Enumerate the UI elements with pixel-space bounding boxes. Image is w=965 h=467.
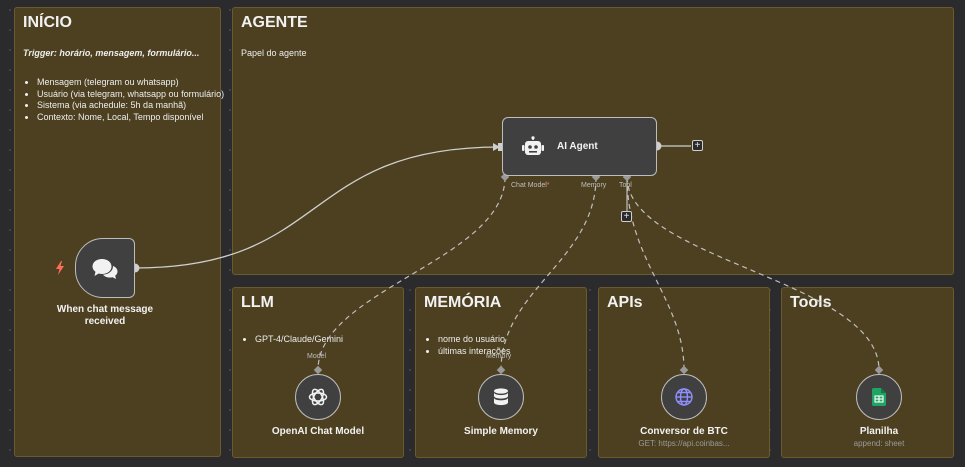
robot-icon (522, 136, 544, 155)
lightning-bolt-icon (56, 261, 64, 275)
openai-port-label: Model (307, 353, 327, 360)
memory-node-label: Simple Memory (464, 426, 538, 437)
inicio-list: Mensagem (telegram ou whatsapp) Usuário … (23, 77, 227, 123)
openai-logo-icon (308, 388, 328, 406)
planilha-node-label: Planilha (859, 426, 899, 437)
trigger-description: Trigger: horário, mensagem, formulário..… (23, 48, 200, 58)
google-sheets-icon (872, 388, 886, 406)
ai-agent-label: AI Agent (557, 141, 598, 152)
simple-memory-node[interactable] (478, 374, 524, 420)
memory-node-port-label: Memory (486, 353, 512, 360)
btc-converter-node[interactable] (661, 374, 707, 420)
sticky-llm-title: LLM (241, 294, 274, 311)
openai-chat-model-node[interactable] (295, 374, 341, 420)
list-item: últimas interações (438, 346, 588, 358)
add-tool-button[interactable]: + (621, 211, 632, 222)
trigger-node-label: When chat message received (56, 304, 154, 327)
list-item: Mensagem (telegram ou whatsapp) (37, 77, 227, 89)
tool-port-label: Tool (619, 182, 632, 189)
chat-model-port-label: Chat Model* (511, 182, 550, 189)
sticky-inicio[interactable]: INÍCIO Trigger: horário, mensagem, formu… (14, 7, 224, 457)
sticky-agente-title: AGENTE (241, 14, 308, 31)
btc-node-subtitle: GET: https://api.coinbas... (638, 439, 730, 448)
chat-trigger-node[interactable] (75, 238, 135, 298)
sticky-memoria-title: MEMÓRIA (424, 294, 502, 311)
btc-node-label: Conversor de BTC (640, 426, 728, 437)
add-next-node-button[interactable]: + (692, 140, 703, 151)
llm-list: GPT-4/Claude/Gemini (241, 334, 405, 346)
list-item: nome do usuário (438, 334, 588, 346)
globe-icon (675, 388, 693, 406)
list-item: Sistema (via achedule: 5h da manhã) (37, 100, 227, 112)
sticky-apis-title: APIs (607, 294, 643, 311)
sticky-inicio-title: INÍCIO (23, 14, 72, 31)
planilha-node[interactable] (856, 374, 902, 420)
database-icon (494, 388, 508, 406)
memory-port-label: Memory (581, 182, 607, 189)
sticky-tools-title: Tools (790, 294, 832, 311)
ai-agent-node[interactable]: AI Agent (502, 117, 657, 176)
list-item: Usuário (via telegram, whatsapp ou formu… (37, 89, 227, 101)
planilha-node-subtitle: append: sheet (853, 439, 905, 448)
agent-role-text: Papel do agente (241, 48, 307, 58)
list-item: GPT-4/Claude/Gemini (255, 334, 405, 346)
chat-bubbles-icon (92, 259, 118, 279)
list-item: Contexto: Nome, Local, Tempo disponível (37, 112, 227, 124)
openai-node-label: OpenAI Chat Model (271, 426, 365, 437)
